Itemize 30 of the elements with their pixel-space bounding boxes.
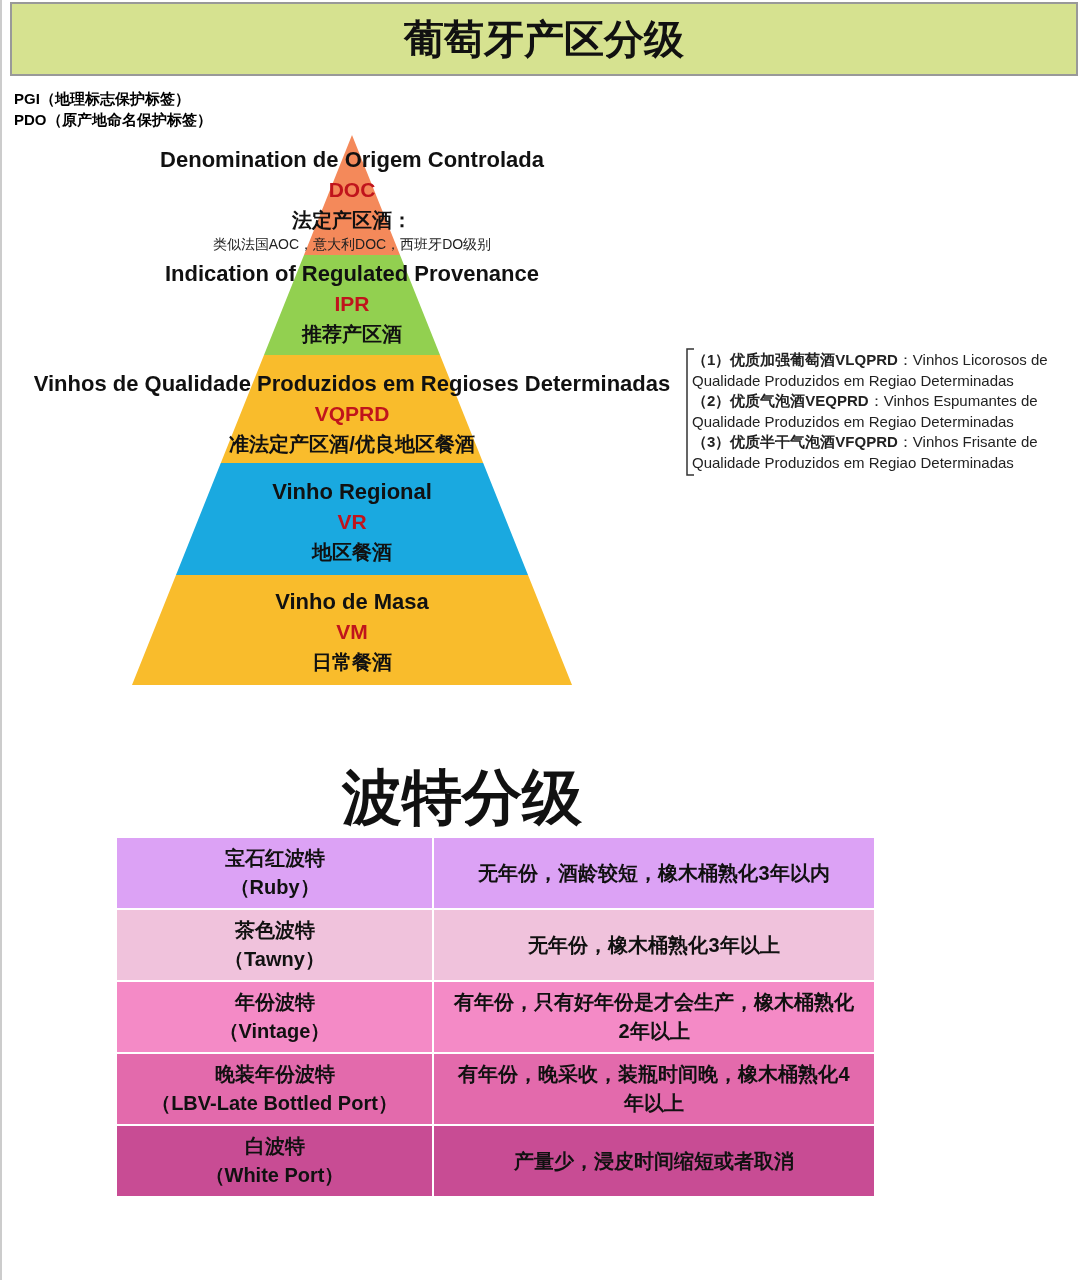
tier-chinese-name: 日常餐酒 [312,650,392,675]
abbreviation-note: PDO（原产地命名保护标签） [14,111,212,130]
tier-note: 类似法国AOC，意大利DOC，西班牙DO级别 [212,235,492,253]
table-cell: 有年份，晚采收，装瓶时间晚，橡木桶熟化4年以上 [434,1054,874,1124]
page-title: 葡萄牙产区分级 [10,2,1078,76]
table-cell: 晚装年份波特（LBV-Late Bottled Port） [117,1054,432,1124]
table-cell: 宝石红波特（Ruby） [117,838,432,908]
tier-abbreviation: DOC [328,177,376,203]
section-heading: 波特分级 [341,763,583,833]
table-cell: 无年份，酒龄较短，橡木桶熟化3年以内 [434,838,874,908]
table-cell: 年份波特（Vintage） [117,982,432,1052]
tier-chinese-name: 准法定产区酒/优良地区餐酒 [229,432,475,457]
tier-abbreviation: VM [336,619,368,645]
tier-name: Vinho de Masa [275,588,429,616]
table-cell: 无年份，橡木桶熟化3年以上 [434,910,874,980]
abbreviation-note: PGI（地理标志保护标签） [14,90,190,109]
tier-abbreviation: VR [337,509,367,535]
category-note: （1）优质加强葡萄酒VLQPRD：Vinhos Licorosos de Qualidade Produzidos em Regiao Determinadas [692,350,1049,391]
tier-abbreviation: VQPRD [314,401,390,427]
tier-chinese-name: 推荐产区酒 [302,322,402,347]
tier-name: Vinho Regional [272,478,432,506]
table-cell: 有年份，只有好年份是才会生产，橡木桶熟化2年以上 [434,982,874,1052]
table-cell: 茶色波特（Tawny） [117,910,432,980]
table-cell: 产量少，浸皮时间缩短或者取消 [434,1126,874,1196]
tier-abbreviation: IPR [334,291,370,317]
category-note: （3）优质半干气泡酒VFQPRD：Vinhos Frisante de Qualidade Produzidos em Regiao Determinadas [692,432,1039,473]
table-cell: 白波特（White Port） [117,1126,432,1196]
tier-name: Indication of Regulated Provenance [164,260,540,288]
category-note: （2）优质气泡酒VEQPRD：Vinhos Espumantes de Qualidade Produzidos em Regiao Determinadas [692,391,1039,432]
tier-chinese-name: 地区餐酒 [312,540,392,565]
